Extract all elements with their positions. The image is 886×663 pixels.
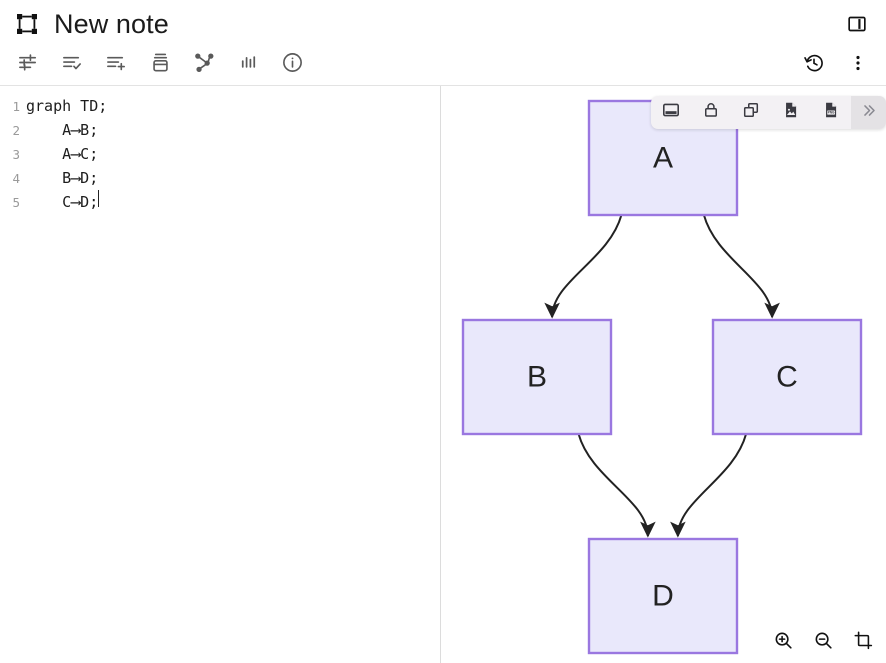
line-text: A⟶B; xyxy=(26,121,99,139)
list-check-icon xyxy=(61,51,84,79)
png-label: PNG xyxy=(828,111,835,115)
selection-frame-icon xyxy=(12,9,42,39)
node-shape xyxy=(461,318,613,436)
line-text: A⟶C; xyxy=(26,145,99,163)
fit-to-screen-button[interactable] xyxy=(850,630,876,656)
export-svg-button[interactable] xyxy=(771,96,811,129)
copy-button[interactable] xyxy=(731,96,771,129)
text-cursor xyxy=(98,190,100,207)
diagram-preview-pane[interactable]: A B C D xyxy=(441,86,886,663)
history-clock-icon xyxy=(803,52,825,79)
zoom-controls xyxy=(770,630,876,656)
node-label: A xyxy=(653,142,673,175)
toolbar-divider xyxy=(0,85,886,86)
diagram-floating-toolbar: PNG xyxy=(651,96,886,129)
node-label: D xyxy=(652,580,674,613)
diagram-edge-B-D xyxy=(577,433,656,538)
line-number: 1 xyxy=(12,99,20,114)
info-circle-icon xyxy=(281,51,304,79)
code-line[interactable]: 5 C⟶D; xyxy=(0,190,440,214)
png-file-icon: PNG xyxy=(822,101,840,124)
diagram-node-D[interactable]: D xyxy=(587,537,739,655)
task-list-button[interactable] xyxy=(50,46,94,84)
line-text: graph TD; xyxy=(26,97,108,115)
code-line[interactable]: 3 A⟶C; xyxy=(0,142,440,166)
node-shape xyxy=(587,537,739,655)
mermaid-flowchart[interactable]: A B C D xyxy=(441,86,886,663)
code-line[interactable]: 1 graph TD; xyxy=(0,94,440,118)
line-number: 2 xyxy=(12,123,20,138)
line-text: C⟶D; xyxy=(26,193,99,211)
export-png-button[interactable]: PNG xyxy=(811,96,851,129)
node-shape xyxy=(711,318,863,436)
branch-graph-icon xyxy=(193,51,216,79)
image-file-icon xyxy=(782,101,800,124)
list-plus-icon xyxy=(105,51,128,79)
title-bar: New note xyxy=(0,0,886,48)
chevron-double-right-icon xyxy=(860,102,877,124)
line-number: 3 xyxy=(12,147,20,162)
chart-button[interactable] xyxy=(226,46,270,84)
more-tools-button[interactable] xyxy=(851,96,886,129)
sliders-icon xyxy=(17,51,40,79)
kebab-menu-icon xyxy=(848,53,868,78)
frame-button[interactable] xyxy=(651,96,691,129)
line-number: 5 xyxy=(12,195,20,210)
line-number: 4 xyxy=(12,171,20,186)
diagram-edges xyxy=(544,214,780,538)
line-text: B⟶D; xyxy=(26,169,99,187)
magnifier-minus-icon xyxy=(813,630,834,656)
info-button[interactable] xyxy=(270,46,314,84)
diagram-edge-A-B xyxy=(544,214,623,319)
settings-sliders-button[interactable] xyxy=(6,46,50,84)
diagram-node-C[interactable]: C xyxy=(711,318,863,436)
main-toolbar xyxy=(0,45,886,85)
lock-icon xyxy=(702,101,720,124)
archive-button[interactable] xyxy=(138,46,182,84)
window-frame-icon xyxy=(662,101,680,124)
add-list-item-button[interactable] xyxy=(94,46,138,84)
lock-button[interactable] xyxy=(691,96,731,129)
diagram-edge-C-D xyxy=(670,433,748,538)
node-label: C xyxy=(776,361,798,394)
page-title[interactable]: New note xyxy=(54,9,169,39)
code-editor[interactable]: 1 graph TD; 2 A⟶B; 3 A⟶C; 4 B⟶D; 5 C⟶D; xyxy=(0,86,440,663)
zoom-in-button[interactable] xyxy=(770,630,796,656)
history-button[interactable] xyxy=(792,46,836,84)
pane-divider[interactable] xyxy=(440,86,441,663)
diagram-node-B[interactable]: B xyxy=(461,318,613,436)
crop-fit-icon xyxy=(853,630,874,656)
node-label: B xyxy=(527,361,547,394)
diagram-nodes: A B C D xyxy=(461,99,863,655)
graph-button[interactable] xyxy=(182,46,226,84)
bar-chart-icon xyxy=(237,51,260,79)
code-line[interactable]: 4 B⟶D; xyxy=(0,166,440,190)
diagram-edge-A-C xyxy=(702,214,780,319)
more-options-button[interactable] xyxy=(836,46,880,84)
right-panel-toggle-icon[interactable] xyxy=(844,11,870,37)
zoom-out-button[interactable] xyxy=(810,630,836,656)
archive-box-icon xyxy=(149,51,172,79)
copy-layers-icon xyxy=(742,101,760,124)
magnifier-plus-icon xyxy=(773,630,794,656)
code-line[interactable]: 2 A⟶B; xyxy=(0,118,440,142)
